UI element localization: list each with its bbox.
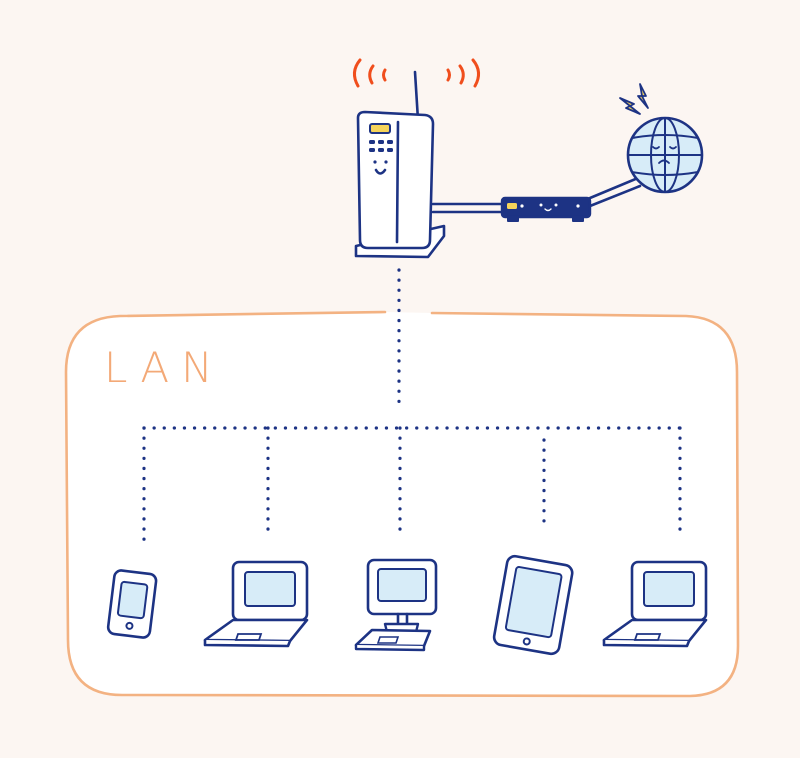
lightning-icon [619, 83, 649, 115]
network-connections [142, 268, 682, 544]
tablet-icon [492, 554, 574, 656]
laptop-icon [602, 560, 708, 648]
cable-modem-globe [588, 176, 642, 208]
modem-icon [500, 196, 592, 222]
cable-router-modem [431, 202, 505, 214]
lan-label: LAN [104, 343, 225, 392]
smartphone-icon [106, 569, 158, 639]
wifi-signal-icon [353, 58, 480, 88]
laptop-icon [203, 560, 309, 648]
desktop-computer-icon [354, 558, 438, 652]
globe-icon [626, 116, 704, 194]
wifi-router-icon [354, 70, 446, 259]
